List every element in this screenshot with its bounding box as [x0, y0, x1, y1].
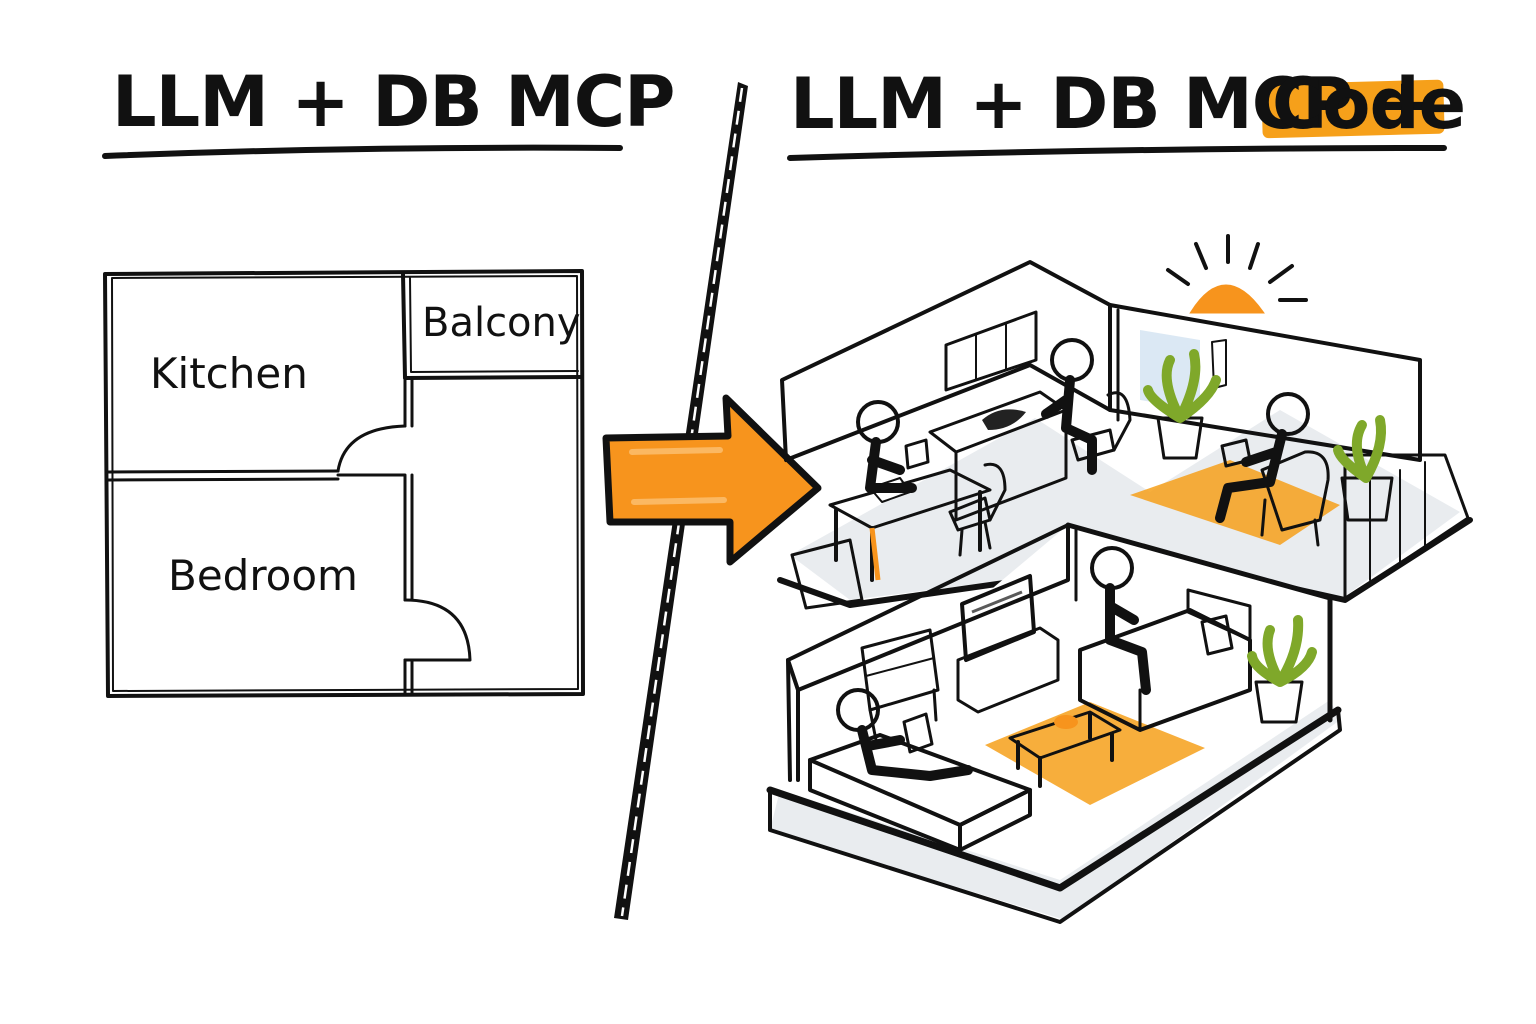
left-panel: LLM + DB MCP Kitchen Balcony Bedroom: [102, 61, 675, 698]
sofa-icon: [1078, 588, 1252, 732]
lower-apartment: [766, 522, 1342, 924]
plant-icon: [1333, 415, 1394, 522]
person-icon: [1215, 392, 1310, 523]
plant-icon: [1247, 615, 1317, 724]
room-label-balcony: Balcony: [422, 300, 581, 346]
code-highlight: [1261, 79, 1445, 139]
floor-plan: [103, 269, 585, 698]
tv-icon: [960, 574, 1036, 662]
person-icon: [1041, 338, 1097, 475]
left-title-underline: [102, 144, 623, 159]
upper-apartment: [777, 260, 1473, 610]
arrow-right-icon: [602, 394, 822, 566]
right-title-prefix: LLM + DB MCP +: [790, 63, 1433, 145]
person-icon: [856, 400, 930, 493]
right-panel: LLM + DB MCP + Code: [766, 63, 1473, 924]
left-title: LLM + DB MCP: [112, 61, 674, 143]
right-title-highlight: Code: [1272, 63, 1465, 145]
plant-icon: [1143, 349, 1221, 460]
right-title-underline: [787, 145, 1447, 161]
person-icon: [836, 688, 973, 781]
room-label-kitchen: Kitchen: [150, 349, 308, 398]
sun-icon: [1166, 234, 1308, 314]
bed-icon: [808, 733, 1032, 852]
room-label-bedroom: Bedroom: [168, 551, 358, 600]
person-icon: [1090, 546, 1151, 695]
